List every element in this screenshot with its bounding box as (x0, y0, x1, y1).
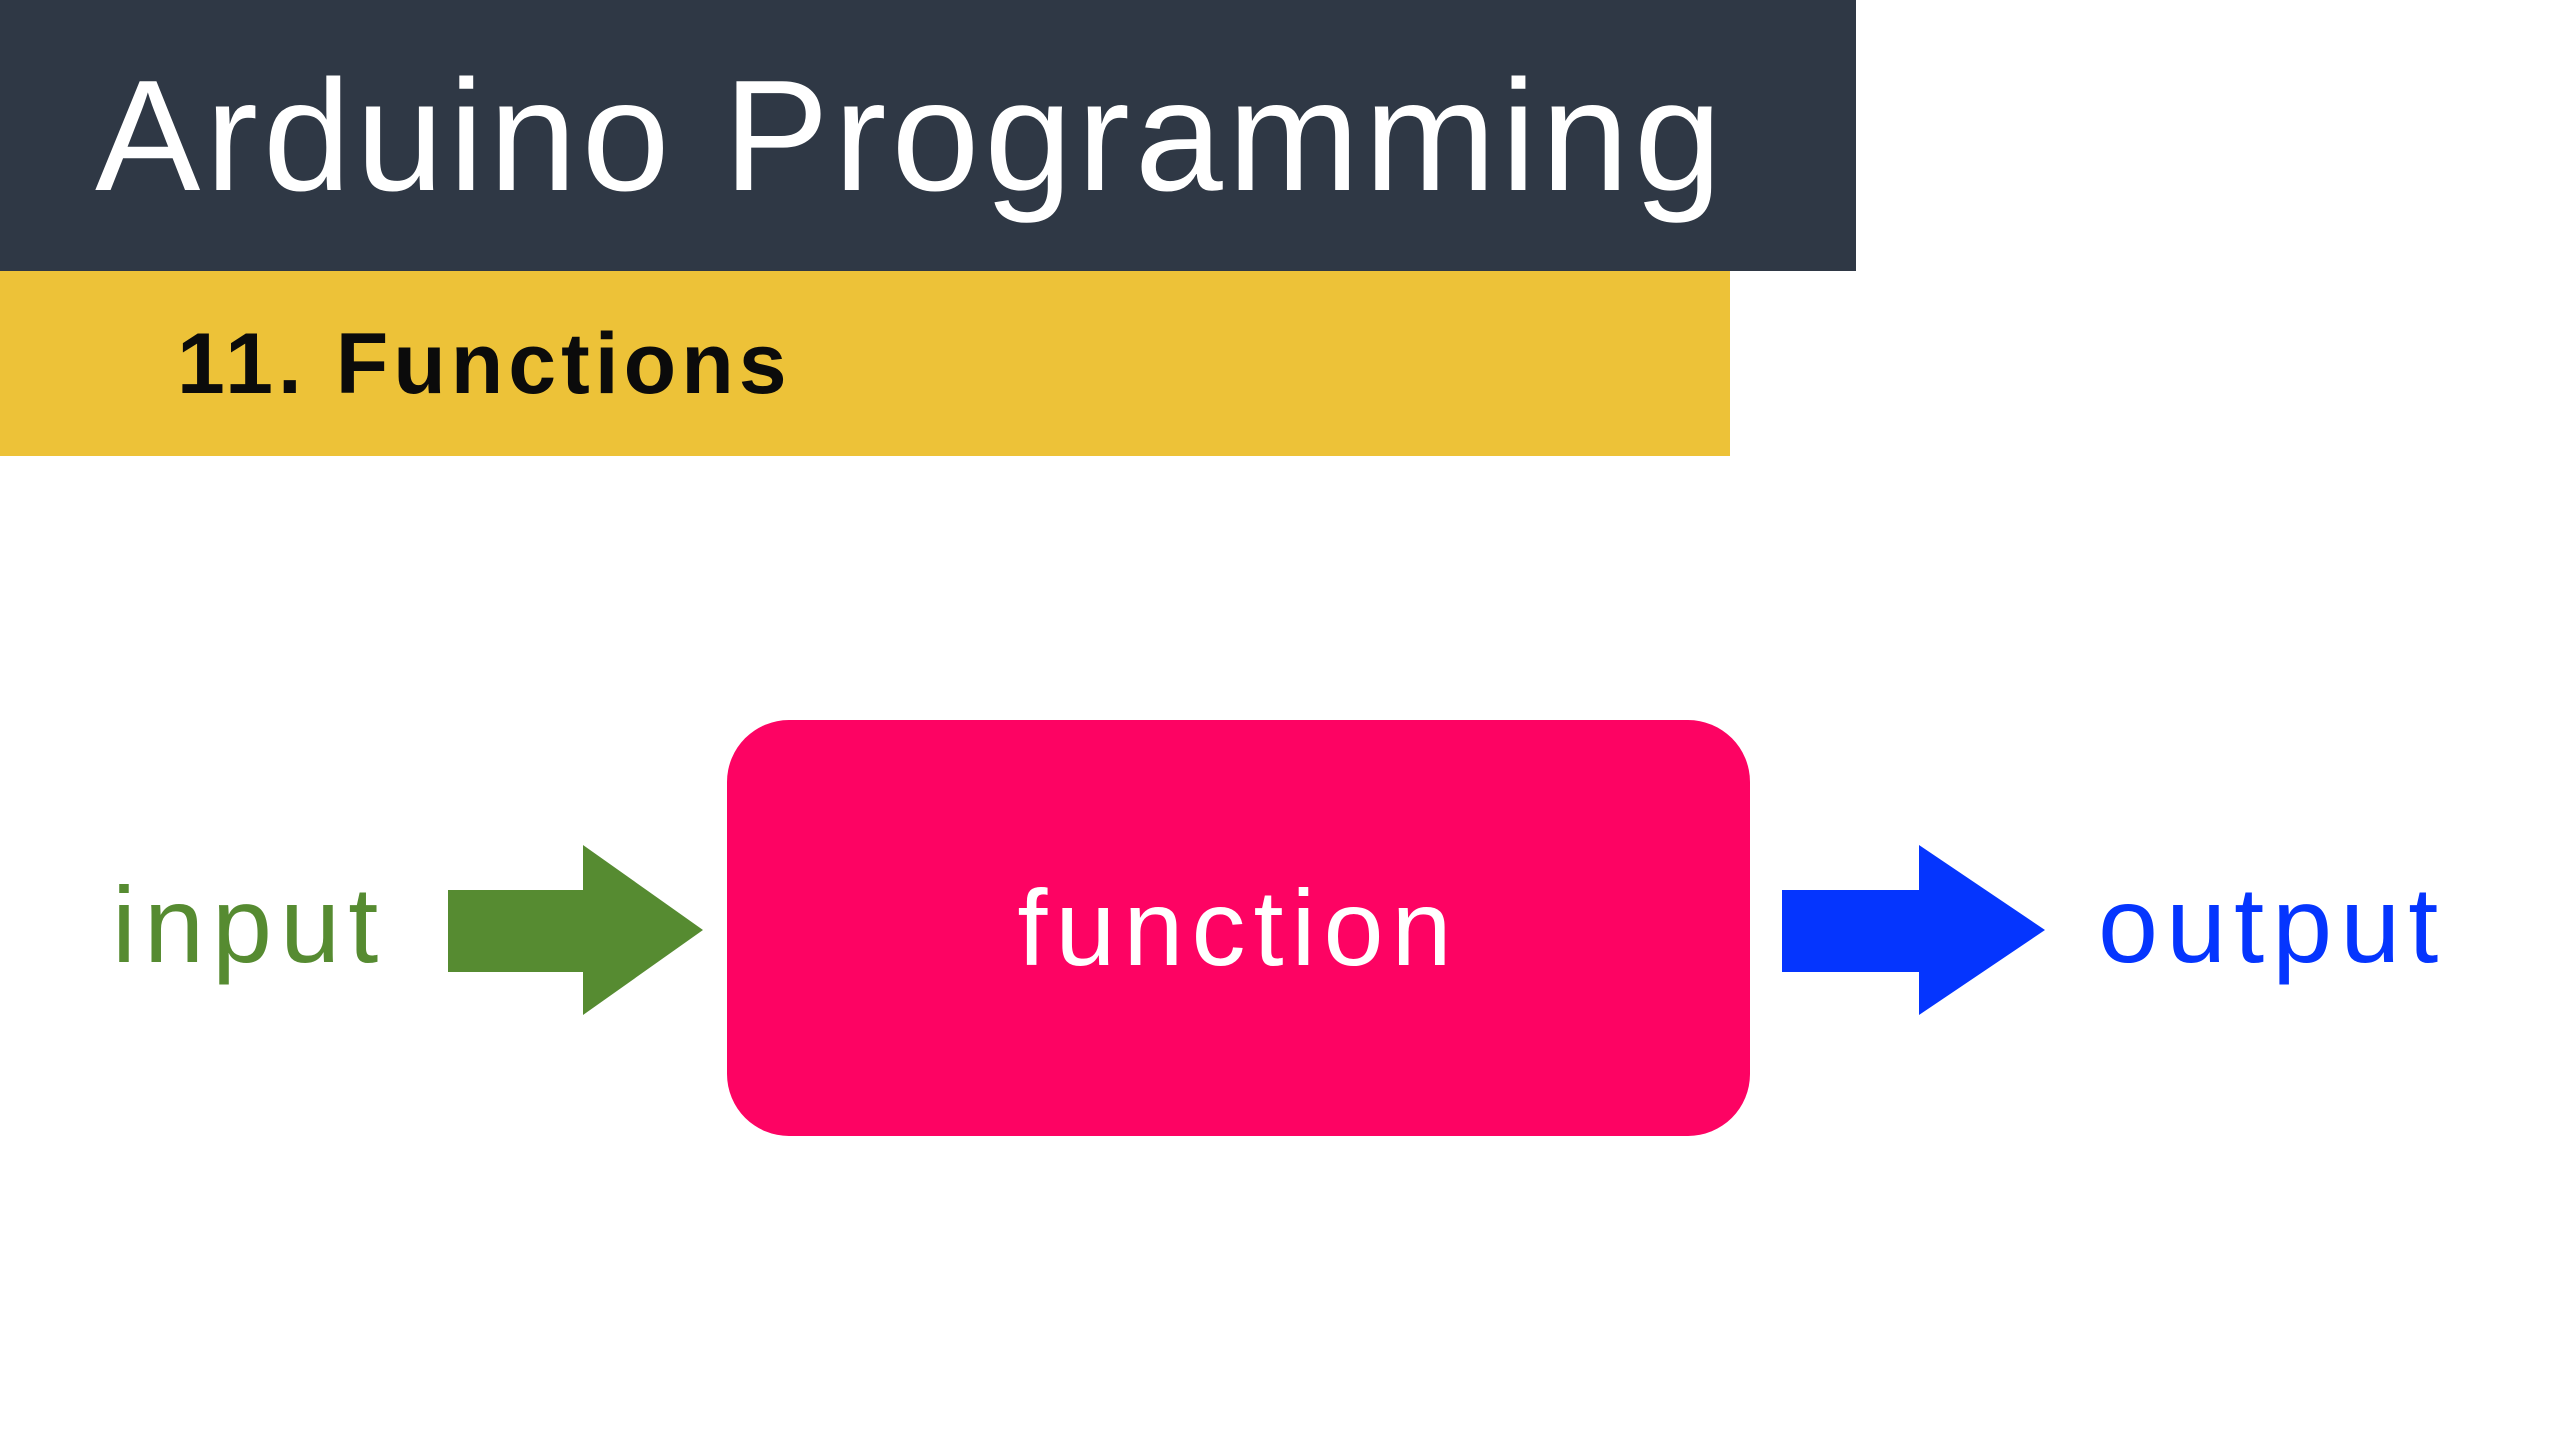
output-arrow-icon (1782, 845, 2045, 1015)
output-label: output (2098, 864, 2447, 985)
output-arrow-shape (1782, 845, 2045, 1015)
input-arrow-icon (448, 845, 703, 1015)
section-bar: 11. Functions (0, 271, 1730, 456)
function-label: function (1017, 867, 1460, 988)
page-title: Arduino Programming (95, 47, 1727, 224)
function-box: function (727, 720, 1750, 1136)
title-bar: Arduino Programming (0, 0, 1856, 271)
input-label: input (112, 864, 387, 985)
section-label: 11. Functions (177, 315, 792, 412)
input-arrow-shape (448, 845, 703, 1015)
